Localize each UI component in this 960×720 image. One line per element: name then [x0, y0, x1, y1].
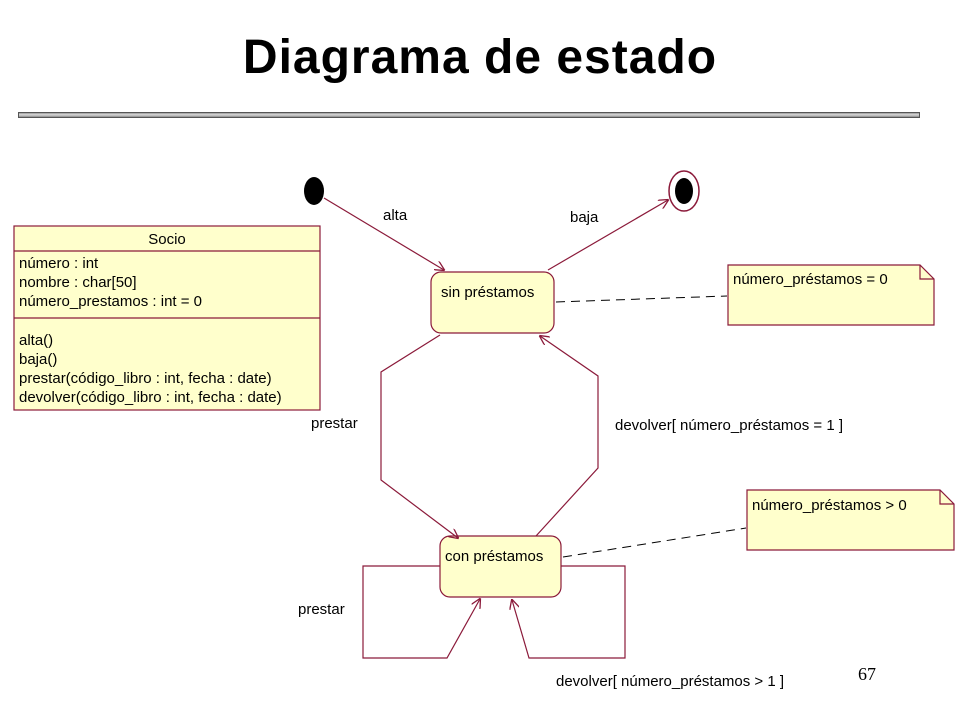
transition-label-prestar-self: prestar [298, 601, 345, 618]
class-box-socio[interactable]: Socio número : int nombre : char[50] núm… [13, 225, 321, 411]
page-number: 67 [858, 664, 876, 684]
transition-label-baja: baja [570, 209, 599, 226]
state-sin-prestamos[interactable]: sin préstamos [430, 271, 555, 334]
class-attribute: nombre : char[50] [19, 274, 137, 291]
note-2[interactable]: número_préstamos > 0 [746, 489, 955, 551]
transition-prestar[interactable] [380, 334, 458, 538]
note-text: número_préstamos = 0 [733, 271, 888, 288]
state-label: con préstamos [445, 548, 543, 565]
final-state-icon[interactable] [668, 170, 700, 212]
class-operation: alta() [19, 332, 53, 349]
note-text: número_préstamos > 0 [752, 497, 907, 514]
transition-label-alta: alta [383, 207, 408, 224]
state-con-prestamos[interactable]: con préstamos [439, 535, 562, 598]
transition-alta[interactable] [323, 197, 444, 270]
state-label: sin préstamos [441, 284, 534, 301]
note-1[interactable]: número_préstamos = 0 [727, 264, 935, 326]
transition-devolver[interactable] [535, 336, 599, 537]
transition-baja[interactable] [547, 200, 668, 271]
note-anchor-2 [562, 527, 747, 558]
class-attribute: número : int [19, 255, 99, 272]
transition-devolver-self[interactable] [512, 565, 626, 659]
class-operation: devolver(código_libro : int, fecha : dat… [19, 389, 282, 406]
class-name: Socio [148, 231, 186, 248]
page-title: Diagrama de estado [242, 31, 718, 84]
transition-label-devolver-self: devolver[ número_préstamos > 1 ] [556, 673, 784, 690]
initial-state-icon[interactable] [304, 177, 324, 205]
title-divider [18, 112, 920, 118]
class-operation: baja() [19, 351, 57, 368]
note-anchor-1 [555, 295, 728, 303]
transition-label-devolver: devolver[ número_préstamos = 1 ] [615, 417, 843, 434]
transition-label-prestar: prestar [311, 415, 358, 432]
class-attribute: número_prestamos : int = 0 [19, 293, 202, 310]
class-operation: prestar(código_libro : int, fecha : date… [19, 370, 272, 387]
transition-prestar-self[interactable] [362, 565, 480, 659]
